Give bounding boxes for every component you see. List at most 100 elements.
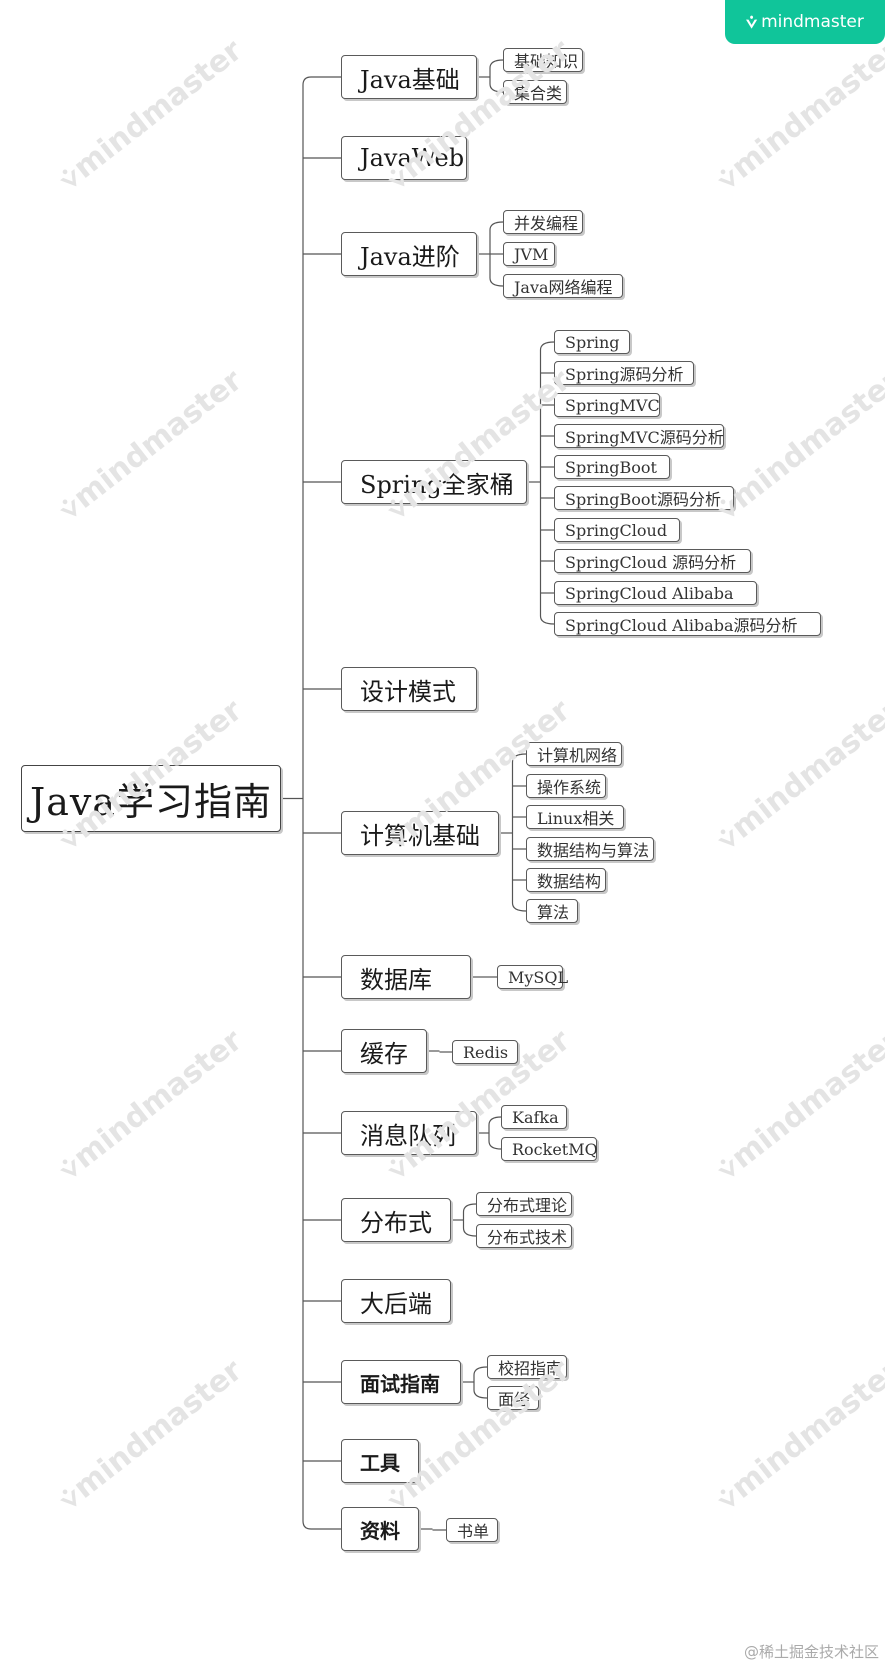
subtopic-label: SpringBoot [565, 457, 657, 477]
subtopic-label: 分布式技术 [487, 1228, 568, 1247]
branch-topic-label: 计算机基础 [360, 821, 480, 850]
subtopic-label: 操作系统 [537, 778, 602, 797]
subtopic-label: SpringCloud 源码分析 [565, 553, 737, 572]
subtopic[interactable]: 数据结构 [526, 868, 606, 892]
subtopic-label: Spring源码分析 [565, 365, 684, 384]
subtopic-label: SpringCloud Alibaba [565, 583, 734, 603]
subtopic-label: Kafka [512, 1107, 559, 1127]
branch-topic-label: Java基础 [360, 65, 460, 94]
subtopic-label: JVM [514, 244, 549, 264]
subtopic[interactable]: JVM [503, 242, 555, 266]
subtopic[interactable]: Linux相关 [526, 805, 624, 829]
source-credit: @稀土掘金技术社区 [743, 1643, 879, 1661]
branch-topic-label: 缓存 [360, 1039, 408, 1068]
branch-topic[interactable]: 设计模式 [341, 667, 477, 711]
subtopic-label: Redis [463, 1042, 509, 1062]
branch-topic-label: JavaWeb [360, 144, 465, 172]
subtopic[interactable]: SpringMVC [554, 393, 660, 417]
subtopic-label: 书单 [457, 1522, 490, 1541]
subtopic-connector [473, 1366, 488, 1399]
subtopic-label: 算法 [537, 903, 570, 922]
branch-topic[interactable]: JavaWeb [341, 136, 467, 180]
subtopic-connector [489, 59, 504, 93]
subtopic[interactable]: Spring源码分析 [554, 361, 694, 385]
subtopic-label: SpringCloud Alibaba源码分析 [565, 616, 798, 635]
subtopic[interactable]: Redis [452, 1040, 518, 1064]
branch-topic-label: 设计模式 [360, 677, 456, 706]
subtopic[interactable]: SpringCloud Alibaba [554, 581, 757, 605]
trunk-connector [302, 76, 312, 1530]
subtopic[interactable]: 校招指南 [487, 1355, 567, 1379]
branch-topic-label: 大后端 [360, 1289, 432, 1318]
branch-topic[interactable]: 工具 [341, 1439, 419, 1483]
branch-topic-label: 数据库 [360, 965, 432, 994]
subtopic-connector [511, 753, 527, 912]
subtopic[interactable]: SpringCloud Alibaba源码分析 [554, 612, 821, 636]
subtopic-label: Java网络编程 [514, 278, 613, 297]
subtopic-label: MySQL [508, 967, 569, 987]
subtopic-label: 并发编程 [514, 214, 579, 233]
subtopic[interactable]: 数据结构与算法 [526, 837, 654, 861]
branch-topic-label: Spring全家桶 [360, 470, 514, 499]
subtopic-connector [462, 1203, 477, 1237]
subtopic[interactable]: 书单 [446, 1518, 498, 1542]
subtopic-label: Spring [565, 332, 620, 352]
root-topic-label: Java学习指南 [29, 780, 272, 824]
subtopic-label: 校招指南 [498, 1359, 563, 1378]
branch-topic[interactable]: Spring全家桶 [341, 460, 527, 504]
subtopic-label: 分布式理论 [487, 1196, 568, 1215]
subtopic[interactable]: Java网络编程 [503, 274, 623, 298]
subtopic[interactable]: 面经 [487, 1386, 539, 1410]
subtopic-label: SpringMVC源码分析 [565, 428, 724, 447]
subtopic[interactable]: 操作系统 [526, 774, 606, 798]
mindmaster-badge: ⩒ mindmaster [725, 0, 885, 44]
subtopic[interactable]: 计算机网络 [526, 742, 622, 766]
subtopic-connector [539, 341, 555, 625]
subtopic[interactable]: RocketMQ [501, 1137, 598, 1161]
subtopic[interactable]: 分布式技术 [476, 1224, 572, 1248]
subtopic-label: 面经 [498, 1390, 531, 1409]
subtopic[interactable]: 分布式理论 [476, 1192, 572, 1216]
branch-topic-label: Java进阶 [360, 242, 460, 271]
subtopic[interactable]: SpringBoot [554, 455, 670, 479]
branch-topic[interactable]: 资料 [341, 1507, 419, 1551]
subtopic[interactable]: SpringCloud 源码分析 [554, 549, 751, 573]
branch-topic[interactable]: 分布式 [341, 1198, 451, 1242]
subtopic-label: 数据结构与算法 [537, 841, 650, 860]
subtopic-label: SpringBoot源码分析 [565, 490, 721, 509]
branch-topic-label: 工具 [360, 1450, 400, 1475]
logo-text: mindmaster [761, 12, 864, 32]
branch-topic[interactable]: 数据库 [341, 955, 471, 999]
subtopic[interactable]: 并发编程 [503, 210, 583, 234]
subtopic-label: RocketMQ [512, 1139, 598, 1159]
subtopic[interactable]: SpringCloud [554, 518, 680, 542]
subtopic[interactable]: 基础知识 [503, 48, 583, 72]
branch-topic-label: 分布式 [360, 1208, 432, 1237]
subtopic[interactable]: SpringMVC源码分析 [554, 424, 724, 448]
subtopic[interactable]: 集合类 [503, 80, 567, 104]
branch-topic-label: 面试指南 [360, 1371, 440, 1396]
branch-topic[interactable]: 计算机基础 [341, 811, 499, 855]
subtopic-label: 计算机网络 [537, 746, 618, 765]
subtopic-label: SpringMVC [565, 395, 660, 415]
subtopic-label: SpringCloud [565, 520, 668, 540]
subtopic-label: 基础知识 [514, 52, 579, 71]
subtopic-label: 集合类 [514, 84, 563, 103]
subtopic-label: Linux相关 [537, 809, 615, 828]
subtopic-connector [488, 1116, 502, 1150]
subtopic[interactable]: 算法 [526, 899, 578, 923]
branch-topic[interactable]: Java基础 [341, 55, 477, 99]
branch-topic[interactable]: 大后端 [341, 1279, 451, 1323]
subtopic[interactable]: Spring [554, 330, 630, 354]
branch-topic[interactable]: 面试指南 [341, 1360, 461, 1404]
subtopic[interactable]: MySQL [497, 965, 568, 989]
subtopic-label: 数据结构 [537, 872, 602, 891]
branch-topic[interactable]: 缓存 [341, 1029, 427, 1073]
branch-topic[interactable]: 消息队列 [341, 1111, 477, 1155]
branch-topic[interactable]: Java进阶 [341, 232, 477, 276]
root-topic[interactable]: Java学习指南 [21, 765, 281, 832]
branch-topic-label: 消息队列 [360, 1121, 456, 1150]
subtopic[interactable]: SpringBoot源码分析 [554, 486, 734, 510]
subtopic[interactable]: Kafka [501, 1105, 567, 1129]
